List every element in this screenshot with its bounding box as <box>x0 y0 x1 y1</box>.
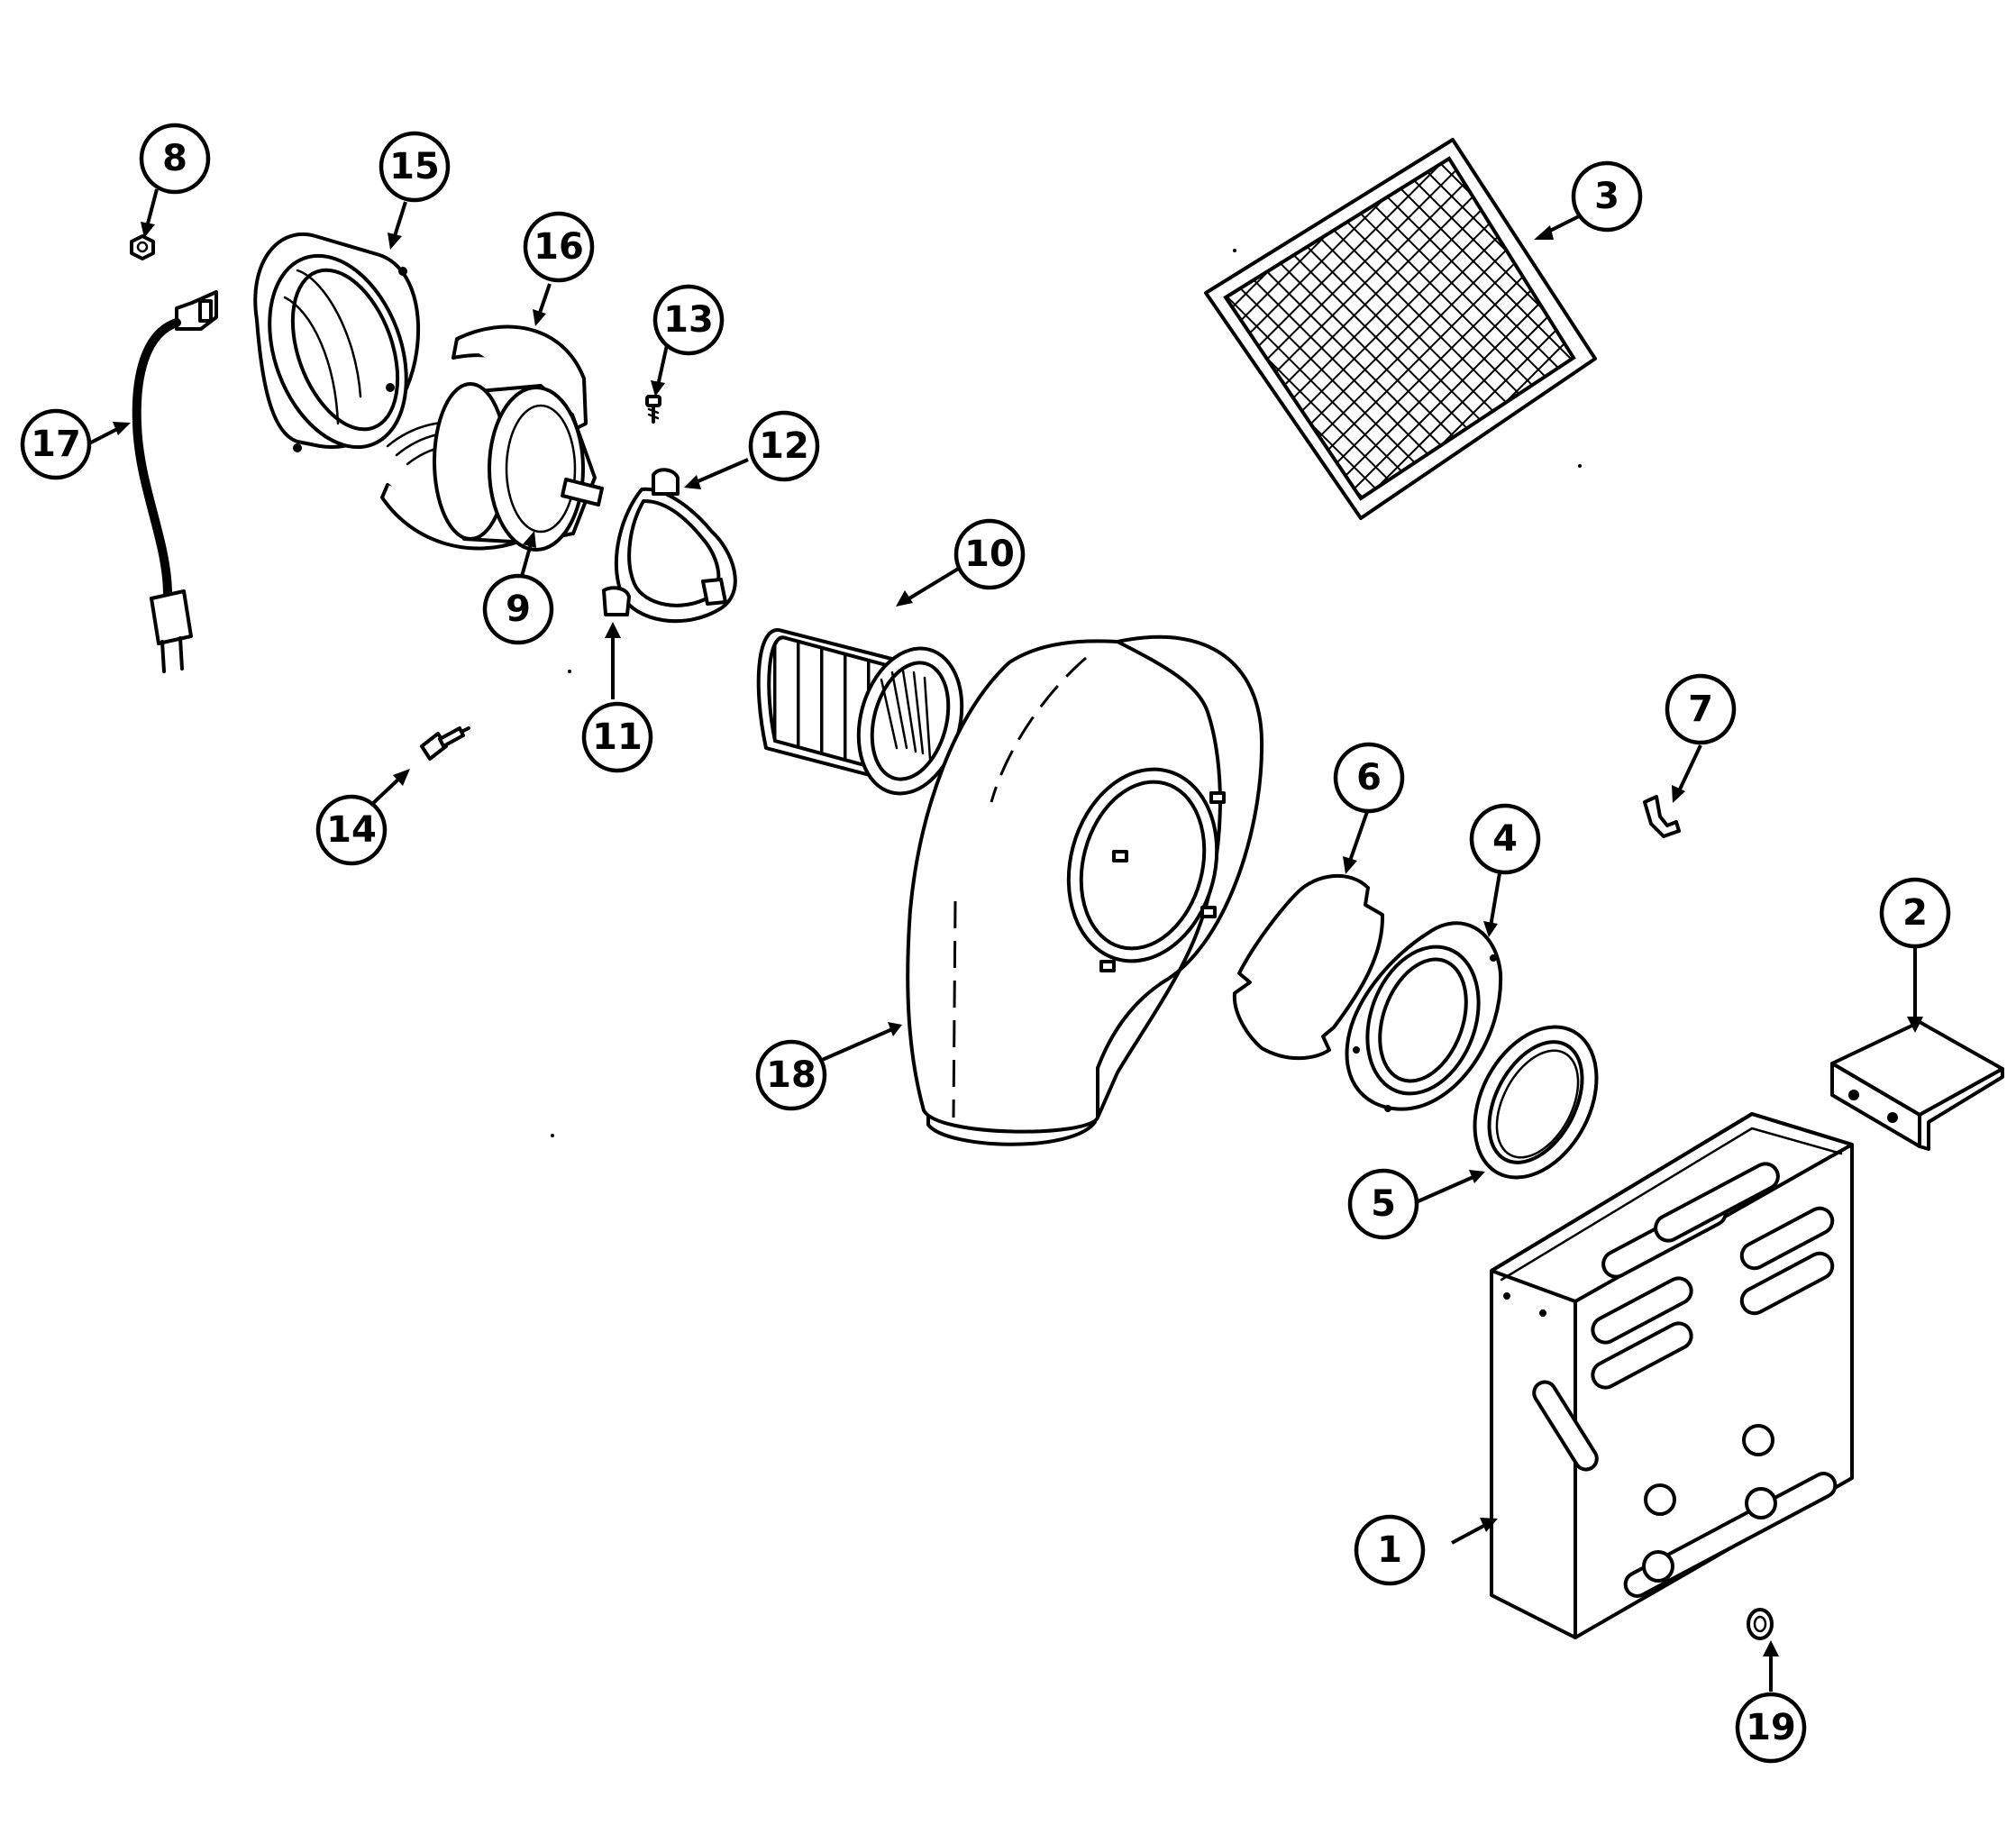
leader-12 <box>684 458 749 489</box>
power-cord-part <box>132 290 218 673</box>
callout-13: 13 <box>652 284 725 356</box>
callout-4: 4 <box>1469 803 1541 875</box>
callout-12-label: 12 <box>759 425 809 467</box>
leader-10 <box>896 566 962 607</box>
callout-9-label: 9 <box>506 589 531 630</box>
motor-mount-flange-part <box>253 233 421 452</box>
callout-14: 14 <box>315 794 388 866</box>
callout-6: 6 <box>1333 742 1405 814</box>
callout-18-label: 18 <box>766 1054 816 1096</box>
callout-7-label: 7 <box>1688 689 1713 730</box>
callout-2: 2 <box>1879 877 1951 949</box>
callout-8-label: 8 <box>162 138 187 179</box>
callout-2-label: 2 <box>1902 892 1928 934</box>
blower-motor-part <box>386 382 604 552</box>
grease-filter-part <box>1204 138 1597 520</box>
callout-10-label: 10 <box>964 534 1015 575</box>
callout-7: 7 <box>1665 673 1737 745</box>
leader-6 <box>1343 806 1371 874</box>
leader-16 <box>533 283 552 326</box>
gasket-part <box>1232 873 1385 1061</box>
callout-3: 3 <box>1571 160 1643 233</box>
lock-nut-part <box>1747 1608 1774 1640</box>
callout-11-label: 11 <box>592 716 643 758</box>
spring-clip-part <box>1643 795 1681 838</box>
leader-13 <box>651 344 669 397</box>
stray-dots <box>551 249 1582 1137</box>
callout-15: 15 <box>379 131 451 203</box>
callout-1-label: 1 <box>1377 1529 1402 1571</box>
callout-11: 11 <box>581 701 653 773</box>
leader-11 <box>605 622 621 699</box>
leader-5 <box>1413 1170 1485 1205</box>
leader-17 <box>87 422 131 446</box>
callout-3-label: 3 <box>1594 176 1619 217</box>
callout-19-label: 19 <box>1746 1707 1796 1748</box>
callout-5-label: 5 <box>1371 1183 1396 1225</box>
electrical-box-part <box>1490 1112 1854 1639</box>
callout-12: 12 <box>748 410 820 482</box>
callout-labels: 1 2 3 4 5 6 7 8 9 10 11 12 13 14 15 16 1… <box>20 123 1951 1764</box>
leader-2 <box>1907 937 1923 1033</box>
screw-small-part <box>645 395 661 424</box>
leader-1 <box>1451 1518 1498 1545</box>
leader-4 <box>1483 867 1502 937</box>
hex-nut-part <box>130 234 155 260</box>
callout-10: 10 <box>953 518 1026 590</box>
callout-13-label: 13 <box>663 299 714 341</box>
callout-18: 18 <box>755 1039 827 1111</box>
callout-16-label: 16 <box>534 226 584 268</box>
leader-15 <box>388 201 407 250</box>
callout-17: 17 <box>20 408 92 480</box>
leader-8 <box>141 188 159 238</box>
mounting-plate-part <box>1830 1020 2004 1151</box>
callout-6-label: 6 <box>1356 757 1382 798</box>
leader-18 <box>819 1022 902 1063</box>
callout-17-label: 17 <box>31 424 81 465</box>
leader-14 <box>368 769 410 808</box>
leader-19 <box>1763 1640 1779 1692</box>
callout-14-label: 14 <box>326 809 377 851</box>
callout-15-label: 15 <box>389 146 440 187</box>
callout-1: 1 <box>1354 1514 1426 1586</box>
blower-housing-part <box>906 634 1264 1146</box>
leader-9 <box>519 531 536 580</box>
leader-lines <box>87 188 1923 1692</box>
callout-19: 19 <box>1735 1692 1807 1764</box>
flange-ring-part <box>1345 921 1503 1112</box>
leader-7 <box>1672 744 1702 803</box>
screw-part <box>420 726 470 761</box>
callout-9: 9 <box>482 573 554 645</box>
callout-5: 5 <box>1347 1168 1419 1240</box>
callout-4-label: 4 <box>1492 818 1518 860</box>
callout-16: 16 <box>523 211 595 283</box>
callout-8: 8 <box>139 123 211 195</box>
damper-ring-part <box>1473 1025 1599 1180</box>
motor-ring-clamp-part <box>602 468 737 624</box>
